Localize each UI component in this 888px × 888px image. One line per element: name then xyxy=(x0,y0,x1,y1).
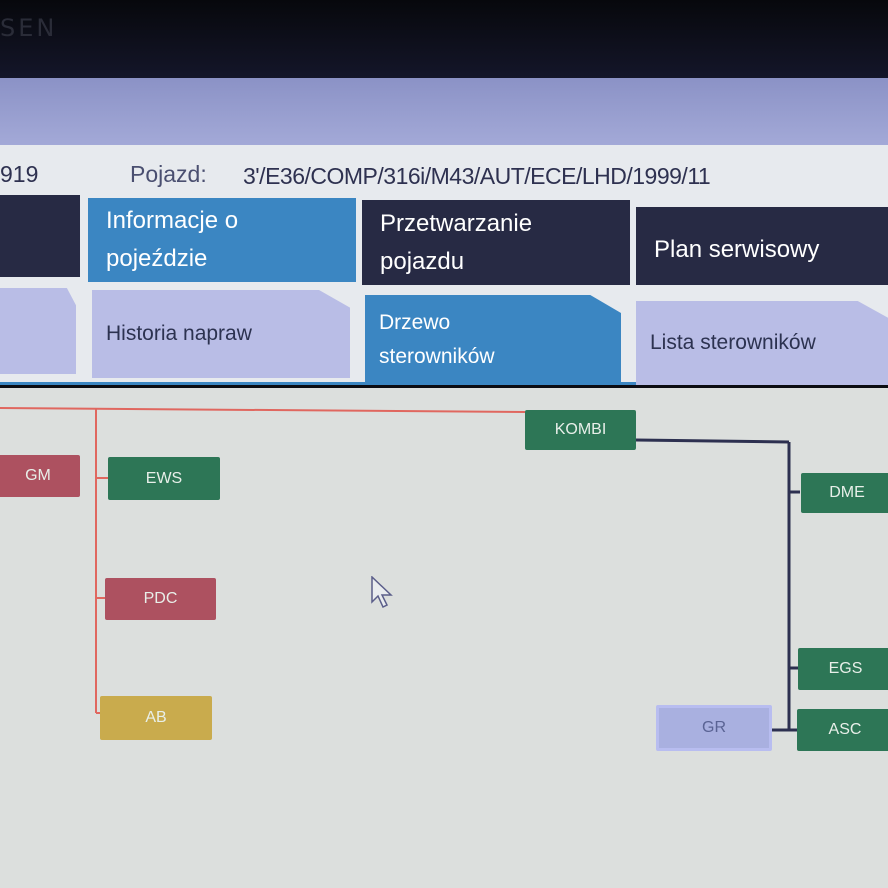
tab-hidden[interactable] xyxy=(0,195,80,277)
tab-service-plan[interactable]: Plan serwisowy xyxy=(636,207,888,293)
subtab-label: Historia napraw xyxy=(106,322,252,345)
title-bar xyxy=(0,78,888,148)
ecu-node-ab[interactable]: AB xyxy=(100,696,212,740)
tab-label: Informacje o pojeździe xyxy=(106,207,239,272)
monitor-bezel: SEN xyxy=(0,0,888,80)
tab-vehicle-processing[interactable]: Przetwarzanie pojazdu xyxy=(362,200,630,286)
subtab-label: Drzewo sterowników xyxy=(379,311,495,368)
ecu-node-asc[interactable]: ASC xyxy=(797,709,888,751)
bus-red xyxy=(0,407,526,714)
sub-tabs: Historia napraw Drzewo sterowników Lista… xyxy=(0,285,888,385)
tab-label: Przetwarzanie pojazdu xyxy=(380,210,533,275)
subtab-ecu-list[interactable]: Lista sterowników xyxy=(636,301,888,385)
main-tabs: Informacje o pojeździe Przetwarzanie poj… xyxy=(0,195,888,293)
subtab-ecu-tree[interactable]: Drzewo sterowników xyxy=(365,295,621,385)
tab-label: Plan serwisowy xyxy=(654,236,820,263)
ecu-node-gr[interactable]: GR xyxy=(656,705,772,751)
ecu-tree-canvas: GM EWS PDC AB KOMBI DME EGS ASC GR xyxy=(0,388,888,888)
vehicle-label: Pojazd: xyxy=(130,161,207,187)
mouse-cursor-icon xyxy=(371,576,393,609)
vehicle-value: 3'/E36/COMP/316i/M43/AUT/ECE/LHD/1999/11 xyxy=(243,163,711,189)
ecu-node-kombi[interactable]: KOMBI xyxy=(525,410,636,450)
ecu-node-dme[interactable]: DME xyxy=(801,473,888,513)
subtab-repair-history[interactable]: Historia napraw xyxy=(92,290,350,378)
order-id: 919 xyxy=(0,161,39,187)
ecu-node-gm[interactable]: GM xyxy=(0,455,80,497)
ecu-node-ews[interactable]: EWS xyxy=(108,457,220,500)
subtab-label: Lista sterowników xyxy=(650,331,816,354)
monitor-brand: SEN xyxy=(0,14,58,42)
subtab-hidden[interactable] xyxy=(0,288,76,374)
ecu-node-egs[interactable]: EGS xyxy=(798,648,888,690)
bus-dark xyxy=(635,438,800,732)
ecu-node-pdc[interactable]: PDC xyxy=(105,578,216,620)
tab-vehicle-info[interactable]: Informacje o pojeździe xyxy=(88,198,356,282)
bus-lines xyxy=(0,407,800,732)
vehicle-header: 919 Pojazd: 3'/E36/COMP/316i/M43/AUT/ECE… xyxy=(0,145,888,197)
